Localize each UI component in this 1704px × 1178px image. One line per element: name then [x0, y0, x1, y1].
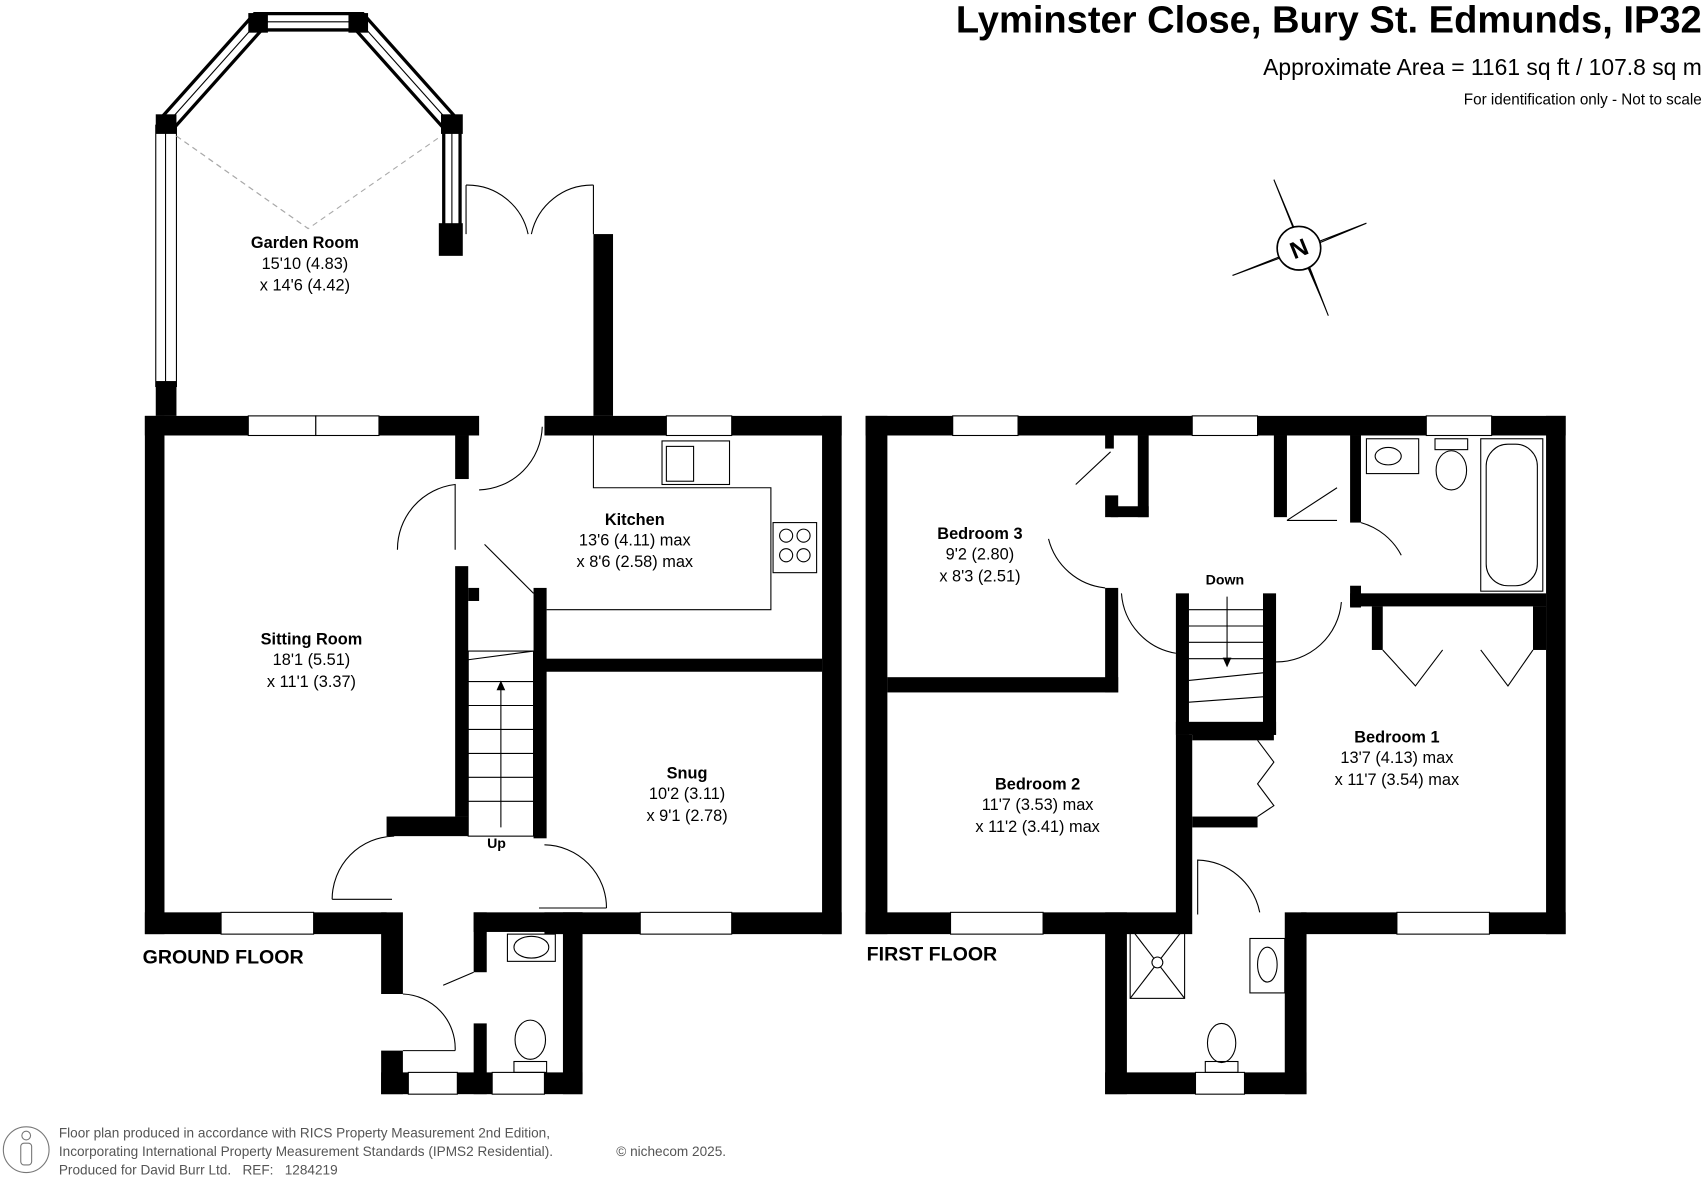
room-snug: Snug 10'2 (3.11) x 9'1 (2.78) — [646, 764, 727, 824]
footer-line-3: Produced for David Burr Ltd. REF: 128421… — [59, 1163, 338, 1178]
room-dimension: x 9'1 (2.78) — [646, 807, 727, 825]
first-floor-plan: Bedroom 3 9'2 (2.80) x 8'3 (2.51) Bedroo… — [865, 415, 1566, 1095]
stairs-up-label: Up — [487, 835, 506, 851]
room-dimension: 9'2 (2.80) — [946, 546, 1014, 564]
room-garden-room: Garden Room 15'10 (4.83) x 14'6 (4.42) — [251, 234, 359, 294]
footer: Floor plan produced in accordance with R… — [2, 1126, 726, 1178]
footer-line-1: Floor plan produced in accordance with R… — [59, 1126, 550, 1141]
room-dimension: 10'2 (3.11) — [649, 785, 725, 803]
room-bedroom-1: Bedroom 1 13'7 (4.13) max x 11'7 (3.54) … — [1335, 729, 1459, 789]
room-dimension: x 11'1 (3.37) — [267, 673, 356, 691]
first-floor-label: FIRST FLOOR — [867, 943, 998, 965]
room-dimension: x 11'7 (3.54) max — [1335, 771, 1459, 789]
room-name: Bedroom 2 — [995, 775, 1080, 793]
room-name: Sitting Room — [261, 631, 363, 649]
room-bedroom-2: Bedroom 2 11'7 (3.53) max x 11'2 (3.41) … — [975, 775, 1099, 835]
room-dimension: 11'7 (3.53) max — [982, 796, 1094, 814]
property-title: Lyminster Close, Bury St. Edmunds, IP32 — [956, 0, 1702, 42]
room-dimension: 13'7 (4.13) max — [1340, 749, 1453, 767]
room-name: Bedroom 3 — [937, 525, 1022, 543]
rics-person-icon — [2, 1126, 50, 1174]
approximate-area: Approximate Area = 1161 sq ft / 107.8 sq… — [1263, 54, 1702, 80]
ground-floor-label: GROUND FLOOR — [143, 947, 304, 969]
first-stairs — [1188, 596, 1264, 703]
compass-north-icon: N — [1232, 179, 1367, 316]
room-name: Bedroom 1 — [1354, 729, 1439, 747]
room-sitting-room: Sitting Room 18'1 (5.51) x 11'1 (3.37) — [261, 631, 363, 691]
ground-stairs — [467, 650, 535, 837]
room-dimension: x 14'6 (4.42) — [260, 277, 350, 295]
room-bedroom-3: Bedroom 3 9'2 (2.80) x 8'3 (2.51) — [937, 525, 1022, 585]
footer-line-2: Incorporating International Property Mea… — [59, 1144, 553, 1159]
room-dimension: x 8'3 (2.51) — [939, 567, 1020, 585]
footer-copyright: © nichecom 2025. — [616, 1144, 726, 1159]
room-dimension: 13'6 (4.11) max — [579, 531, 691, 549]
room-dimension: 18'1 (5.51) — [273, 651, 351, 669]
room-name: Garden Room — [251, 234, 359, 252]
room-dimension: x 11'2 (3.41) max — [975, 818, 1099, 836]
room-name: Snug — [667, 764, 708, 782]
room-kitchen: Kitchen 13'6 (4.11) max x 8'6 (2.58) max — [577, 511, 694, 571]
ground-floor-plan: Garden Room 15'10 (4.83) x 14'6 (4.42) K… — [143, 11, 842, 1095]
room-dimension: x 8'6 (2.58) max — [577, 553, 694, 571]
scale-disclaimer: For identification only - Not to scale — [1464, 92, 1702, 109]
room-name: Kitchen — [605, 511, 665, 529]
room-dimension: 15'10 (4.83) — [262, 255, 349, 273]
stairs-down-label: Down — [1206, 572, 1244, 588]
